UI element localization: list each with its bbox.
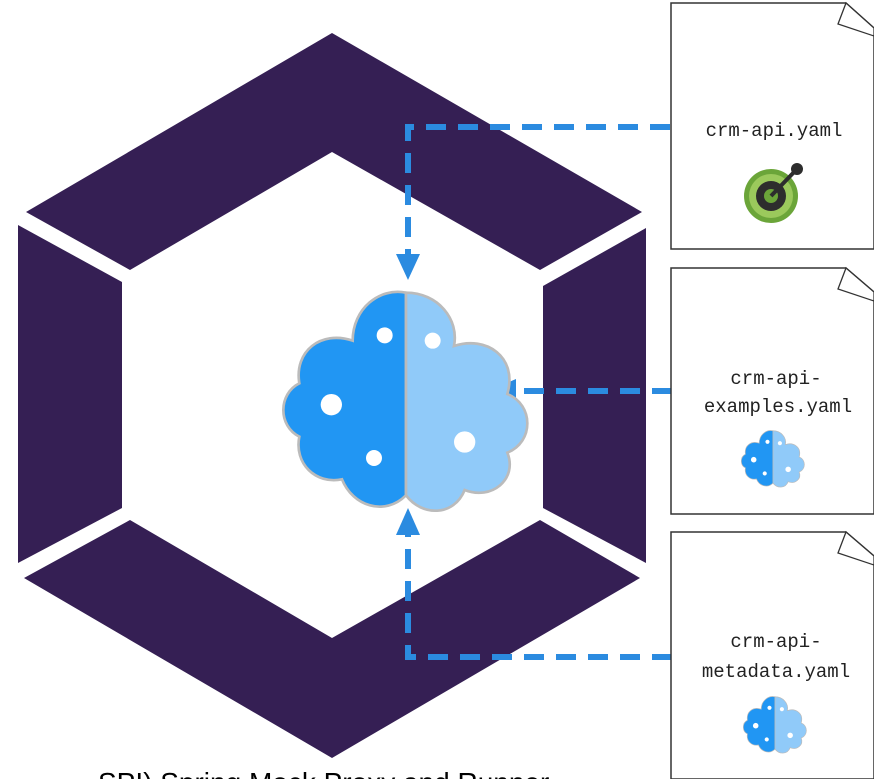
connectors — [405, 124, 672, 660]
file-label-line: crm-api.yaml — [706, 120, 843, 142]
file-label-line-1: crm-api- — [730, 368, 821, 390]
page-fold-icon — [837, 266, 874, 302]
hexagon-frame — [18, 33, 646, 758]
hexagon-top-segment — [26, 33, 642, 270]
connector-metadata-line — [405, 530, 672, 660]
hexagon-bottom-segment — [24, 520, 640, 758]
openapi-logo-icon — [744, 163, 803, 223]
page-fold-icon — [837, 530, 874, 566]
connector-api-line — [405, 124, 670, 262]
arrowhead-down-icon — [396, 254, 420, 280]
diagram-caption: SPI) Spring Mock Proxy and Runner — [98, 767, 549, 779]
file-page — [670, 531, 874, 779]
file-card-metadata[interactable]: crm-api- metadata.yaml — [670, 530, 874, 779]
arrowhead-up-icon — [396, 508, 420, 535]
hexagon-right-segment — [543, 228, 646, 563]
file-page — [670, 2, 874, 250]
file-label-line-2: metadata.yaml — [702, 661, 850, 683]
file-label-line-1: crm-api- — [730, 631, 821, 653]
file-page — [670, 267, 874, 515]
page-fold-icon — [837, 1, 874, 37]
file-card-examples[interactable]: crm-api- examples.yaml — [670, 266, 874, 515]
microcks-cloud-logo-icon — [281, 290, 529, 513]
file-label-line-2: examples.yaml — [704, 396, 852, 418]
hexagon-left-segment — [18, 225, 122, 563]
file-card-api[interactable]: crm-api.yaml — [670, 1, 874, 250]
